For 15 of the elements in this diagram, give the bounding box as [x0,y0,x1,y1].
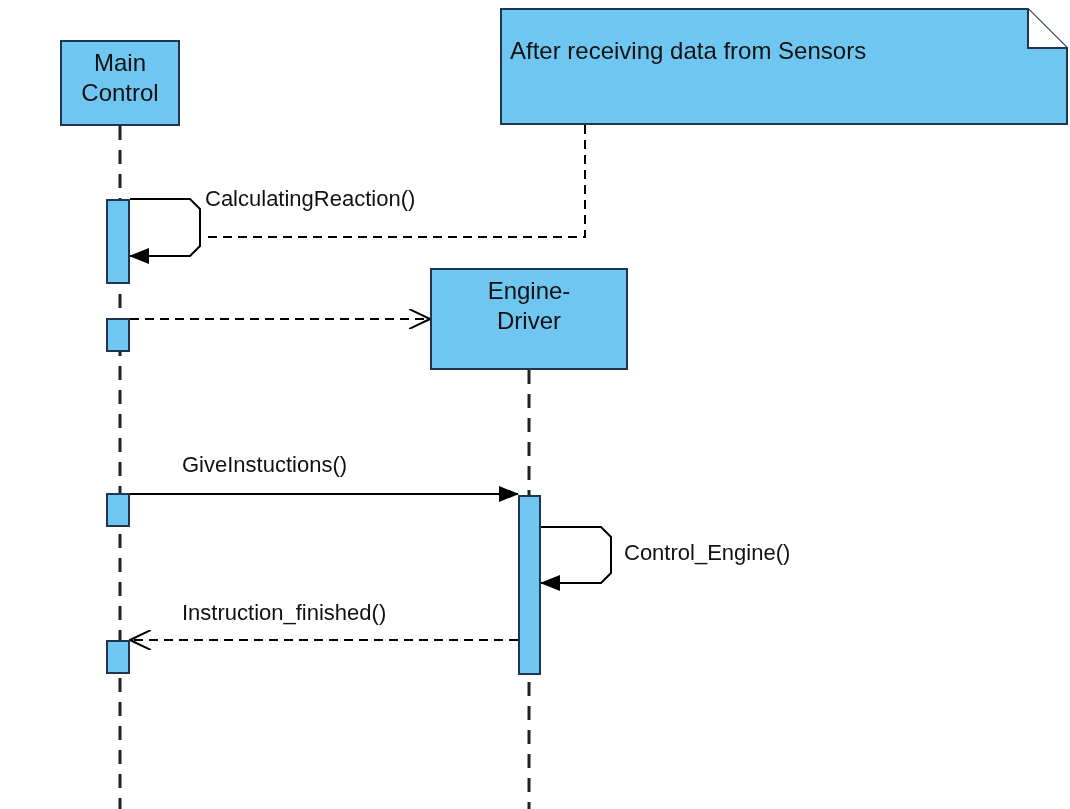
lifeline-header [60,40,180,126]
note-text: After receiving data from Sensors [510,36,867,66]
message-arrow [540,526,612,591]
note-anchor-line [129,308,431,330]
activation-bar [518,495,541,675]
activation-bar [106,493,130,527]
activation-bar [106,199,130,284]
activation-bar [106,640,130,674]
message-arrow [129,198,201,264]
lifeline-name: Engine-Driver [486,276,572,336]
message-arrow [129,629,519,651]
lifeline-header [430,268,628,370]
lifeline-name: Main Control [80,48,160,108]
message-arrow [129,486,519,502]
activation-bar [106,318,130,352]
